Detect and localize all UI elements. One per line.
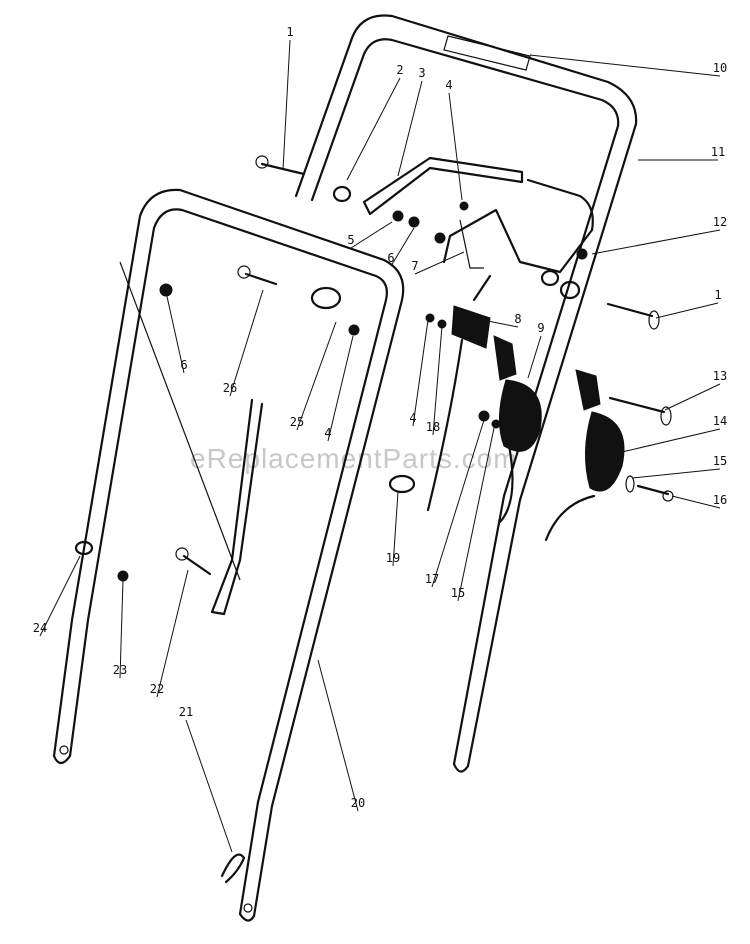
callout-leader-c14 bbox=[621, 428, 721, 453]
callout-leader-c6a bbox=[390, 227, 415, 267]
callout-label-c8: 8 bbox=[514, 312, 521, 326]
control-bar bbox=[119, 261, 264, 616]
callout-label-c11: 11 bbox=[711, 145, 725, 159]
callout-leader-c12 bbox=[591, 229, 721, 255]
callout-label-c15b: 15 bbox=[451, 586, 465, 600]
callout-label-c25: 25 bbox=[290, 415, 304, 429]
callout-leader-c8 bbox=[482, 319, 519, 328]
callout-label-c7: 7 bbox=[411, 259, 418, 273]
callout-label-c1b: 1 bbox=[714, 288, 721, 302]
callout-label-c19: 19 bbox=[386, 551, 400, 565]
callout-label-c18: 18 bbox=[426, 420, 440, 434]
callout-label-c5: 5 bbox=[347, 233, 354, 247]
control-assembly bbox=[426, 274, 625, 542]
callout-leader-c15b bbox=[457, 427, 495, 602]
callout-label-c6a: 6 bbox=[387, 251, 394, 265]
callout-leader-c4b bbox=[327, 335, 354, 442]
callout-leader-c19 bbox=[392, 491, 399, 567]
callout-label-c4b: 4 bbox=[324, 426, 331, 440]
bracket bbox=[362, 156, 594, 274]
callout-label-c3: 3 bbox=[418, 66, 425, 80]
callout-label-c15a: 15 bbox=[713, 454, 727, 468]
callout-leader-c22 bbox=[156, 569, 189, 698]
callout-label-c10: 10 bbox=[713, 61, 727, 75]
callout-leader-c3 bbox=[397, 80, 423, 177]
callout-leader-c15a bbox=[631, 468, 721, 479]
callout-leader-c4a bbox=[448, 92, 463, 201]
callout-leader-c7 bbox=[414, 251, 465, 275]
callout-leader-c4c bbox=[412, 319, 429, 427]
callout-leader-c24 bbox=[39, 555, 81, 637]
callout-leader-c18 bbox=[432, 325, 443, 436]
callout-leader-c23 bbox=[119, 579, 124, 679]
callout-leader-c26 bbox=[229, 289, 264, 397]
callout-label-c4c: 4 bbox=[409, 411, 416, 425]
callout-leader-c1b bbox=[655, 302, 719, 319]
callout-leader-c17 bbox=[431, 419, 485, 588]
callout-label-c17: 17 bbox=[425, 572, 439, 586]
callout-leader-c13 bbox=[664, 383, 721, 411]
callout-label-c21: 21 bbox=[179, 705, 193, 719]
callout-leader-c6b bbox=[165, 291, 185, 374]
callout-leader-c2 bbox=[346, 77, 401, 181]
callout-label-c13: 13 bbox=[713, 369, 727, 383]
callout-label-c6b: 6 bbox=[180, 358, 187, 372]
callout-label-c12: 12 bbox=[713, 215, 727, 229]
callout-leader-c10 bbox=[529, 54, 721, 77]
callout-label-c16: 16 bbox=[713, 493, 727, 507]
callout-label-c2: 2 bbox=[396, 63, 403, 77]
callout-label-c26: 26 bbox=[223, 381, 237, 395]
callout-leader-c1a bbox=[282, 39, 291, 171]
hardware bbox=[74, 155, 674, 884]
callout-leader-c25 bbox=[296, 321, 337, 431]
callout-label-c4a: 4 bbox=[445, 78, 452, 92]
callout-label-c24: 24 bbox=[33, 621, 47, 635]
callout-label-c1a: 1 bbox=[286, 25, 293, 39]
callout-leader-c16 bbox=[671, 495, 721, 509]
callout-label-c20: 20 bbox=[351, 796, 365, 810]
callout-label-c14: 14 bbox=[713, 414, 727, 428]
callout-label-c9: 9 bbox=[537, 321, 544, 335]
callout-leader-c20 bbox=[317, 659, 359, 812]
callout-leader-c21 bbox=[185, 719, 233, 853]
callout-leader-c9 bbox=[527, 335, 542, 379]
callout-leader-c5 bbox=[350, 221, 393, 249]
callout-label-c23: 23 bbox=[113, 663, 127, 677]
upper-handle bbox=[294, 14, 638, 773]
lower-handle bbox=[52, 188, 405, 922]
callout-label-c22: 22 bbox=[150, 682, 164, 696]
